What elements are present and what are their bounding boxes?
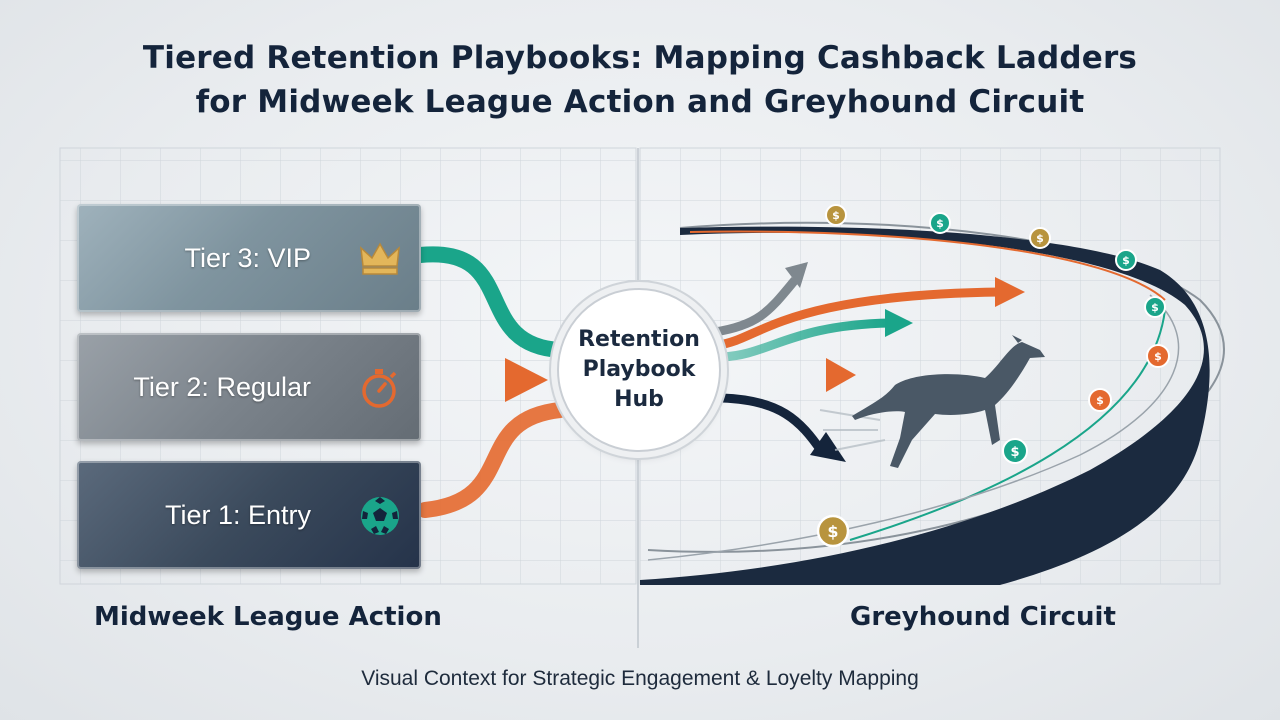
track-rail-inner [647, 294, 1180, 561]
flow-hub-grey [714, 277, 799, 337]
section-label-greyhound: Greyhound Circuit [850, 602, 1116, 632]
retention-hub-node: Retention Playbook Hub [557, 288, 721, 452]
flow-hub-orange-top-arrowhead [995, 277, 1025, 307]
coin-icon: $ [1029, 227, 1051, 249]
tier-entry-card: Tier 1: Entry [77, 461, 421, 569]
title-line-2: for Midweek League Action and Greyhound … [195, 84, 1085, 120]
coin-icon: $ [1146, 344, 1170, 368]
coin-markers: $ $ $ $ $ $ $ $ $ [816, 204, 1170, 548]
coin-icon: $ [1002, 438, 1028, 464]
svg-text:$: $ [1151, 301, 1159, 314]
flow-hub-orange-top [717, 287, 1001, 350]
greyhound-icon [819, 335, 1045, 468]
flow-hub-teal [721, 318, 891, 362]
svg-text:$: $ [1122, 254, 1130, 267]
svg-text:$: $ [936, 217, 944, 230]
flow-hub-navy [721, 393, 826, 455]
flow-hub-grey-arrowhead [785, 262, 808, 288]
svg-text:$: $ [827, 522, 838, 541]
svg-text:$: $ [1010, 445, 1019, 460]
tier-regular-card: Tier 2: Regular [77, 333, 421, 441]
flow-regular-arrowhead [505, 358, 548, 402]
svg-text:$: $ [1096, 394, 1104, 407]
track-line-orange [689, 230, 1166, 301]
svg-text:$: $ [1154, 350, 1162, 363]
crown-icon [360, 242, 400, 275]
stopwatch-icon [362, 369, 397, 408]
flow-hub-orange-mid-arrowhead [826, 358, 856, 392]
tier-vip-card: Tier 3: VIP [77, 204, 421, 312]
hub-label: Retention Playbook Hub [578, 327, 700, 412]
title-line-1: Tiered Retention Playbooks: Mapping Cash… [142, 40, 1138, 76]
svg-text:$: $ [1036, 232, 1044, 245]
flow-entry-to-hub [417, 402, 568, 518]
coin-icon: $ [816, 514, 850, 548]
track-rail-outer [647, 221, 1225, 553]
page-title: Tiered Retention Playbooks: Mapping Cash… [0, 36, 1280, 124]
caption: Visual Context for Strategic Engagement … [361, 667, 919, 690]
flow-vip-to-hub [412, 246, 568, 358]
tier-entry-label: Tier 1: Entry [164, 500, 311, 530]
coin-icon: $ [1115, 249, 1137, 271]
section-label-league: Midweek League Action [94, 602, 442, 632]
coin-icon: $ [1088, 388, 1112, 412]
flow-hub-navy-arrowhead [810, 432, 846, 462]
coin-icon: $ [929, 212, 951, 234]
tier-regular-label: Tier 2: Regular [133, 372, 311, 402]
coin-icon: $ [825, 204, 847, 226]
tier-vip-label: Tier 3: VIP [184, 243, 311, 273]
coin-icon: $ [1144, 296, 1166, 318]
svg-text:$: $ [832, 209, 840, 222]
flow-hub-teal-arrowhead [885, 309, 913, 337]
soccer-ball-icon [361, 497, 399, 535]
track-surface [640, 226, 1210, 585]
